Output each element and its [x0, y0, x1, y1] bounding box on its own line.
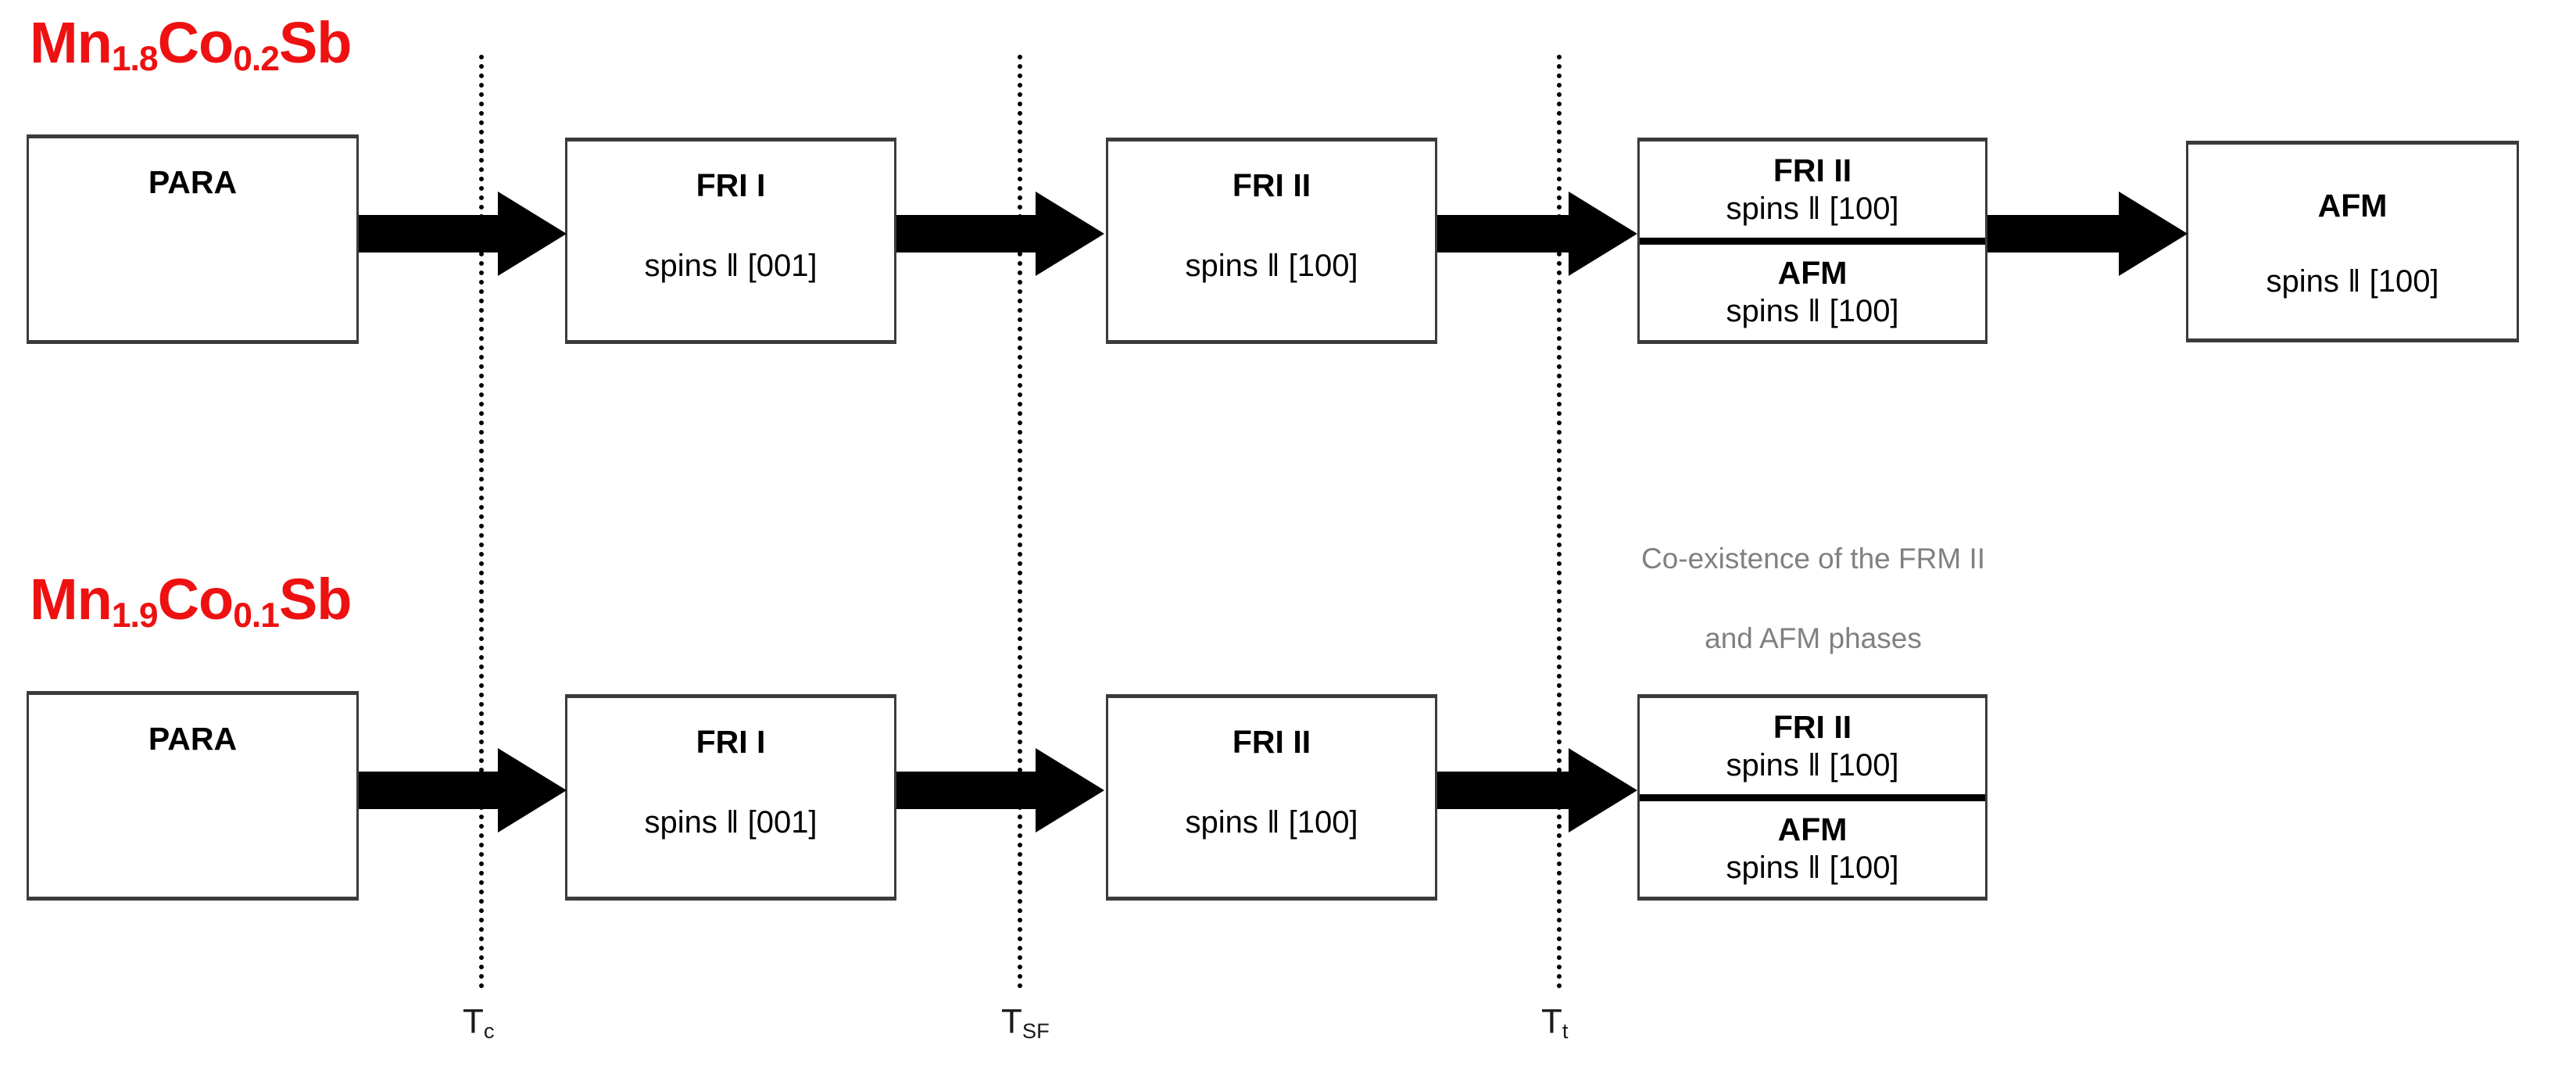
- transition-arrow-row1-4: [1987, 192, 2188, 276]
- phase-box-title: FRI II: [1232, 724, 1311, 760]
- phase-box-title: FRI I: [696, 724, 766, 760]
- coexistence-upper-half: FRI II spins ‖ [100]: [1640, 141, 1985, 238]
- transition-arrow-row2-2: [896, 748, 1104, 833]
- temperature-subscript: c: [483, 1018, 495, 1043]
- phase-box-row1-fri2[interactable]: FRI II spins ‖ [100]: [1106, 138, 1437, 344]
- phase-box-subtitle: spins ‖ [100]: [1185, 805, 1358, 840]
- temperature-label-tsf: TSF: [1001, 1002, 1050, 1041]
- coexistence-divider: [1640, 237, 1985, 245]
- phase-box-title: FRI II: [1232, 167, 1311, 203]
- compound-formula-row1: Mn1.8Co0.2Sb: [30, 14, 352, 77]
- annotation-line-2: and AFM phases: [1705, 622, 1922, 655]
- transition-arrow-row1-3: [1437, 192, 1637, 276]
- phase-box-subtitle: spins ‖ [100]: [1726, 191, 1899, 226]
- phase-box-title: AFM: [2317, 188, 2388, 224]
- temperature-label-tt: Tt: [1541, 1002, 1568, 1041]
- coexistence-divider: [1640, 793, 1985, 801]
- phase-box-title: FRI II: [1773, 152, 1852, 188]
- coexistence-upper-half: FRI II spins ‖ [100]: [1640, 698, 1985, 794]
- temperature-subscript: t: [1562, 1018, 1569, 1043]
- phase-box-title: PARA: [148, 164, 238, 200]
- coexistence-lower-half: AFM spins ‖ [100]: [1640, 801, 1985, 897]
- phase-box-title: PARA: [148, 721, 238, 757]
- coexistence-lower-half: AFM spins ‖ [100]: [1640, 245, 1985, 341]
- formula-mid-row2: Co: [157, 567, 234, 632]
- phase-box-row2-coexistence[interactable]: FRI II spins ‖ [100] AFM spins ‖ [100]: [1637, 694, 1987, 901]
- transition-arrow-row2-3: [1437, 748, 1637, 833]
- formula-suffix-row2: Sb: [278, 567, 352, 632]
- phase-box-subtitle: spins ‖ [100]: [1185, 249, 1358, 283]
- transition-arrow-row1-1: [359, 192, 567, 276]
- formula-prefix-row1: Mn: [30, 10, 113, 75]
- phase-box-subtitle: spins ‖ [100]: [1726, 851, 1899, 886]
- formula-suffix-row1: Sb: [278, 10, 352, 75]
- phase-box-subtitle: spins ‖ [001]: [644, 805, 818, 840]
- temperature-symbol: T: [463, 1002, 484, 1040]
- temperature-line-tsf: [1018, 55, 1022, 989]
- phase-box-subtitle: spins ‖ [100]: [1726, 747, 1899, 783]
- phase-box-title: AFM: [1777, 255, 1848, 292]
- phase-box-title: FRI II: [1773, 708, 1852, 745]
- transition-arrow-row1-2: [896, 192, 1104, 276]
- phase-box-subtitle: spins ‖ [001]: [644, 249, 818, 283]
- temperature-line-tc: [479, 55, 484, 989]
- phase-box-subtitle: spins ‖ [100]: [1726, 294, 1899, 329]
- temperature-label-tc: Tc: [463, 1002, 495, 1041]
- temperature-subscript: SF: [1021, 1018, 1050, 1043]
- formula-sub1-row1: 1.8: [111, 39, 159, 78]
- coexistence-annotation: Co-existence of the FRM II and AFM phase…: [1579, 499, 2048, 698]
- phase-box-row1-coexistence[interactable]: FRI II spins ‖ [100] AFM spins ‖ [100]: [1637, 138, 1987, 344]
- formula-sub2-row2: 0.1: [233, 596, 280, 635]
- formula-sub1-row2: 1.9: [111, 596, 159, 635]
- phase-box-title: FRI I: [696, 167, 766, 203]
- temperature-symbol: T: [1541, 1002, 1562, 1040]
- phase-box-row1-fri1[interactable]: FRI I spins ‖ [001]: [565, 138, 896, 344]
- formula-prefix-row2: Mn: [30, 567, 113, 632]
- temperature-line-tt: [1557, 55, 1562, 989]
- phase-box-row1-para[interactable]: PARA: [27, 134, 359, 344]
- phase-box-row2-para[interactable]: PARA: [27, 691, 359, 901]
- phase-box-row2-fri1[interactable]: FRI I spins ‖ [001]: [565, 694, 896, 901]
- phase-box-subtitle: spins ‖ [100]: [2266, 264, 2439, 299]
- compound-formula-row2: Mn1.9Co0.1Sb: [30, 571, 352, 633]
- phase-box-title: AFM: [1777, 811, 1848, 848]
- annotation-line-1: Co-existence of the FRM II: [1640, 543, 1986, 575]
- phase-box-row2-fri2[interactable]: FRI II spins ‖ [100]: [1106, 694, 1437, 901]
- phase-box-row1-afm[interactable]: AFM spins ‖ [100]: [2186, 141, 2519, 342]
- formula-mid-row1: Co: [157, 10, 234, 75]
- temperature-symbol: T: [1001, 1002, 1022, 1040]
- transition-arrow-row2-1: [359, 748, 567, 833]
- formula-sub2-row1: 0.2: [233, 39, 280, 78]
